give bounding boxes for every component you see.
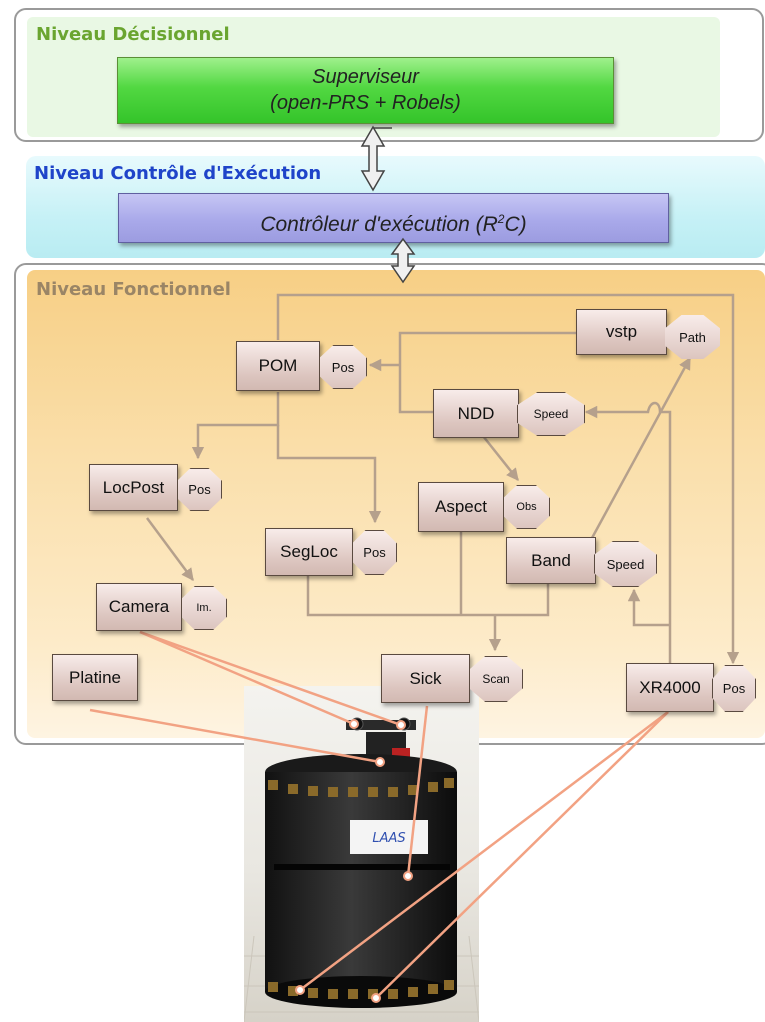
robot-photo: LAAS [244,686,479,1022]
module-sick[interactable]: Sick [381,654,470,703]
robot-logo-text: LAAS [372,831,405,846]
superviseur-box[interactable]: Superviseur (open-PRS + Robels) [117,57,614,124]
module-locpost[interactable]: LocPost [89,464,178,511]
module-xr4000-label: XR4000 [639,677,701,697]
port-segloc-pos[interactable]: Pos [352,530,397,575]
module-camera-label: Camera [108,597,170,616]
inter-level-arrows [360,125,416,284]
robot-link-endpoints [295,719,413,1003]
module-aspect-label: Aspect [435,497,487,516]
port-sick-scan-label: Scan [482,672,510,686]
port-camera-im-label: Im. [196,602,212,614]
port-band-speed-label: Speed [606,556,645,572]
controleur-label-sup: 2 [497,212,505,226]
port-band-speed[interactable]: Speed [594,541,657,587]
controleur-label-pre: Contrôleur d'exécution (R [260,213,498,236]
port-pom-pos-label: Pos [331,359,355,375]
module-band-label: Band [531,550,571,570]
port-locpost-pos[interactable]: Pos [177,468,222,511]
module-locpost-label: LocPost [102,477,165,497]
port-ndd-speed[interactable]: Speed [517,392,585,436]
port-vstp-path-label: Path [679,329,706,345]
controle-title: Niveau Contrôle d'Exécution [34,163,322,184]
module-sick-label: Sick [409,668,442,688]
port-xr4000-pos-label: Pos [722,681,746,696]
module-platine[interactable]: Platine [52,654,138,701]
double-arrow-top [360,125,386,192]
decisionnel-title: Niveau Décisionnel [36,24,230,45]
module-xr4000[interactable]: XR4000 [626,663,714,712]
module-pom[interactable]: POM [236,341,320,391]
port-camera-im[interactable]: Im. [181,586,227,630]
module-vstp-label: vstp [605,322,638,341]
module-segloc-label: SegLoc [280,542,338,561]
module-segloc[interactable]: SegLoc [265,528,353,576]
controleur-box[interactable]: Contrôleur d'exécution (R2C) [118,193,669,243]
module-connectors [145,293,740,665]
port-ndd-speed-label: Speed [533,407,569,421]
double-arrow-bottom [390,237,416,284]
controleur-label-post: C) [504,213,527,236]
port-aspect-obs-label: Obs [516,501,537,513]
port-segloc-pos-label: Pos [363,545,386,560]
port-pom-pos[interactable]: Pos [319,345,367,389]
superviseur-line2: (open-PRS + Robels) [270,92,461,114]
port-aspect-obs[interactable]: Obs [503,485,550,529]
module-platine-label: Platine [69,667,121,687]
module-pom-label: POM [258,356,298,375]
port-xr4000-pos[interactable]: Pos [712,665,756,712]
fonctionnel-title: Niveau Fonctionnel [36,279,231,300]
robot-links [89,630,669,999]
module-ndd-label: NDD [457,403,495,423]
module-aspect[interactable]: Aspect [418,482,504,532]
module-vstp[interactable]: vstp [576,309,667,355]
superviseur-line1: Superviseur [312,66,419,88]
module-ndd[interactable]: NDD [433,389,519,438]
port-locpost-pos-label: Pos [188,482,211,497]
module-band[interactable]: Band [506,537,596,584]
module-camera[interactable]: Camera [96,583,182,631]
port-sick-scan[interactable]: Scan [469,656,523,702]
port-vstp-path[interactable]: Path [665,315,720,359]
